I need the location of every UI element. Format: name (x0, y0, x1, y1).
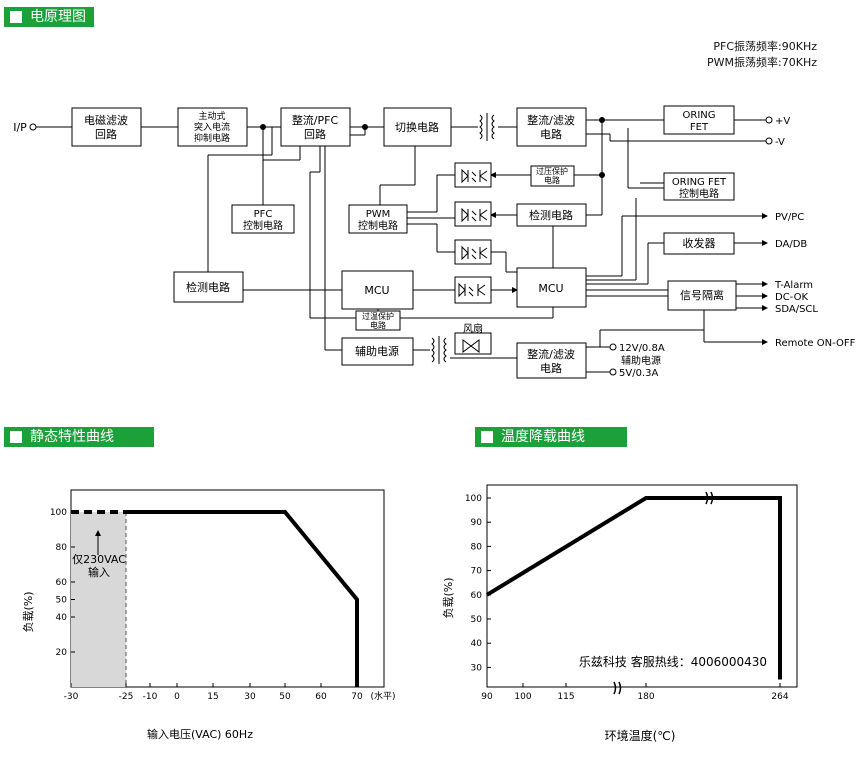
aux5-output: 5V/0.3A (619, 368, 658, 379)
static-xtick-label: -25 (119, 692, 134, 702)
aux-power-label: 辅助电源 (621, 354, 661, 367)
ovp-line-1: 过压保护 (536, 166, 568, 176)
rect-pfc-line-1: 整流/PFC (292, 113, 339, 127)
static-xtick-label: 30 (244, 692, 256, 702)
sdascl-output: SDA/SCL (775, 304, 818, 315)
rect-filter2-line-2: 电路 (540, 362, 562, 375)
schematic-header: 电原理图 (4, 7, 94, 27)
schematic-title: 电原理图 (30, 9, 86, 25)
derating-xtick-label: 264 (771, 692, 788, 702)
derating-series-line (485, 496, 782, 680)
static-ytick-label: 50 (56, 596, 68, 606)
static-ytick-label: 20 (56, 648, 68, 658)
rect-filter2-line-1: 整流/滤波 (527, 347, 575, 361)
mcu2-block: MCU (538, 282, 563, 295)
otp-line-2: 电路 (370, 320, 386, 330)
remote-output: Remote ON-OFF (775, 338, 856, 349)
emi-line-1: 电磁滤波 (84, 114, 128, 127)
input-label: I/P (13, 121, 27, 134)
aux12-output: 12V/0.8A (619, 343, 665, 354)
static-xtick-label: 60 (315, 692, 327, 702)
derating-ytick-label: 50 (471, 615, 483, 625)
oring-ctrl-line-2: 控制电路 (679, 187, 719, 200)
oring-fet-line-1: ORING (683, 110, 716, 121)
aux-block: 辅助电源 (355, 344, 399, 358)
static-xtick-label: 50 (279, 692, 291, 702)
square-bullet-icon (481, 431, 493, 443)
pvpc-output: PV/PC (775, 212, 804, 223)
detect2-block: 检测电路 (529, 208, 573, 222)
static-ytick-label: 60 (56, 578, 68, 588)
neg-v-output: -V (775, 137, 785, 148)
watermark-text: 乐兹科技 客服热线：4006000430 (579, 654, 767, 669)
dcok-output: DC-OK (775, 292, 808, 303)
static-xlabel: 输入电压(VAC) 60Hz (147, 727, 253, 741)
pwm-ctrl-line-2: 控制电路 (358, 219, 398, 232)
axis-break-icon (613, 491, 714, 695)
rect-filter1-line-2: 电路 (540, 128, 562, 141)
static-title: 静态特性曲线 (30, 429, 114, 445)
static-xtick-label: 15 (207, 692, 218, 702)
emi-line-2: 回路 (95, 128, 117, 141)
pfc-ctrl-line-2: 控制电路 (243, 219, 283, 232)
signal-iso-block: 信号隔离 (680, 288, 724, 302)
derating-ytick-label: 100 (465, 494, 482, 504)
static-header: 静态特性曲线 (4, 427, 154, 447)
derating-ytick-label: 90 (471, 518, 483, 528)
static-xtick-label: -10 (143, 692, 158, 702)
detect1-block: 检测电路 (186, 280, 230, 294)
static-ylabel: 负载(%) (21, 591, 35, 632)
derating-xtick-label: 100 (514, 692, 531, 702)
pfc-frequency: PFC振荡频率:90KHz (713, 40, 817, 53)
inrush-line-2: 突入电流 (194, 121, 230, 133)
derating-title: 温度降载曲线 (501, 429, 585, 445)
static-xtick-label: 70 (351, 692, 363, 702)
derating-ylabel: 负载(%) (441, 577, 455, 618)
derating-xtick-label: 90 (481, 692, 493, 702)
derating-header: 温度降载曲线 (475, 427, 627, 447)
static-x-unit: (水平) (370, 690, 395, 702)
static-shaded-region (71, 512, 126, 687)
pos-v-output: +V (775, 116, 790, 127)
static-ytick-label: 40 (56, 613, 68, 623)
block-diagram: I/P 电磁滤波 回路 主动式 突入电流 抑制电路 整流/PFC 回路 切换电路… (13, 105, 856, 379)
static-xtick-label: -30 (64, 692, 79, 702)
oring-ctrl-line-1: ORING FET (672, 177, 727, 188)
rect-filter1-line-1: 整流/滤波 (527, 113, 575, 127)
shade-label-line-2: 输入 (88, 565, 110, 579)
talarm-output: T-Alarm (774, 280, 813, 291)
ovp-line-2: 电路 (544, 175, 560, 185)
square-bullet-icon (10, 431, 22, 443)
derating-ytick-label: 30 (471, 663, 483, 673)
shade-label-line-1: 仅230VAC (72, 553, 126, 566)
derating-ytick-label: 70 (471, 567, 483, 577)
derating-xtick-label: 180 (637, 692, 654, 702)
fan-label: 风扇 (463, 322, 483, 335)
mcu1-block: MCU (364, 284, 389, 297)
derating-xtick-label: 115 (557, 692, 574, 702)
derating-ytick-label: 40 (471, 639, 483, 649)
derating-xlabel: 环境温度(℃) (605, 728, 676, 743)
inrush-line-3: 抑制电路 (194, 132, 230, 144)
static-ytick-label: 100 (50, 508, 67, 518)
transceiver-block: 收发器 (683, 236, 716, 250)
static-xtick-label: 0 (174, 692, 180, 702)
otp-line-1: 过温保护 (362, 311, 394, 321)
dadb-output: DA/DB (775, 239, 807, 250)
inrush-line-1: 主动式 (198, 110, 225, 122)
rect-pfc-line-2: 回路 (304, 128, 326, 141)
pwm-frequency: PWM振荡频率:70KHz (707, 56, 817, 69)
oring-fet-line-2: FET (690, 122, 709, 133)
derating-ytick-label: 80 (471, 542, 483, 552)
pwm-ctrl-line-1: PWM (366, 209, 391, 220)
static-ytick-label: 80 (56, 543, 68, 553)
square-bullet-icon (10, 11, 22, 23)
pfc-ctrl-line-1: PFC (254, 209, 273, 220)
switch-block: 切换电路 (395, 120, 439, 134)
static-series-line (126, 510, 359, 687)
derating-ytick-label: 60 (471, 591, 483, 601)
